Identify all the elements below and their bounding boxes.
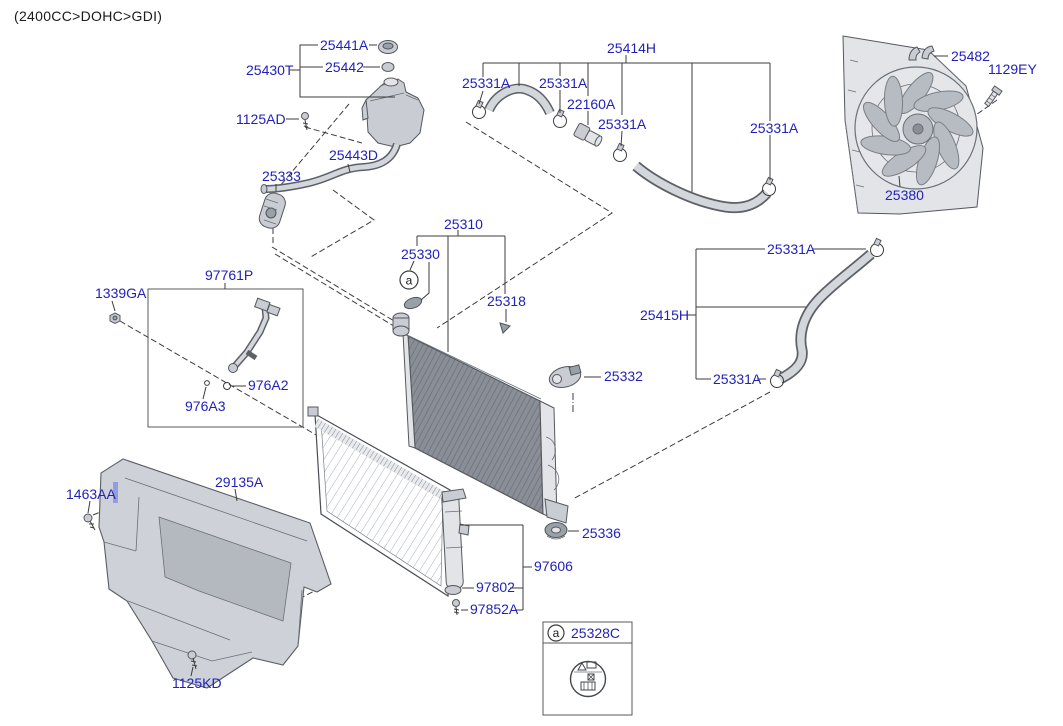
hose-lower-long-drawing <box>632 161 772 214</box>
legend-box: a <box>542 621 633 716</box>
reservoir-tank-drawing <box>361 77 425 148</box>
hose-25443d-drawing <box>260 142 401 194</box>
part-label-25333[interactable]: 25333 <box>262 168 301 184</box>
part-label-25380[interactable]: 25380 <box>885 187 924 203</box>
part-label-25415H[interactable]: 25415H <box>640 307 689 323</box>
diagram-title: (2400CC>DOHC>GDI) <box>14 8 163 24</box>
part-label-25310[interactable]: 25310 <box>444 216 483 232</box>
part-label-1125AD[interactable]: 1125AD <box>236 111 286 127</box>
drain-clip-25318-icon <box>499 322 511 334</box>
leader-lines-97761p <box>111 283 246 400</box>
clamp-icon-3 <box>613 142 627 162</box>
air-guard-drawing <box>98 458 332 689</box>
bracket-line-25414h <box>478 55 771 192</box>
radiator-drawing <box>392 312 569 524</box>
fitting-22160a-drawing <box>573 122 603 147</box>
part-label-25331A-2[interactable]: 25331A <box>539 75 588 91</box>
part-label-25330[interactable]: 25330 <box>401 246 440 262</box>
clamp-icon-5 <box>870 237 884 257</box>
part-label-25441A[interactable]: 25441A <box>320 37 369 53</box>
clamp-icon-4 <box>762 176 776 196</box>
legend-ref-letter: a <box>553 626 560 640</box>
bolt-1129ey-icon <box>984 85 1003 108</box>
part-label-97606[interactable]: 97606 <box>534 558 573 574</box>
part-label-25442[interactable]: 25442 <box>325 59 364 75</box>
part-label-25336[interactable]: 25336 <box>582 525 621 541</box>
part-label-25328C[interactable]: 25328C <box>571 625 620 641</box>
bracket-line-25310 <box>416 230 507 352</box>
clamp-icon-1 <box>472 99 486 119</box>
part-label-976A2[interactable]: 976A2 <box>248 377 289 393</box>
bracket-line-25415h <box>687 248 866 380</box>
screw-1125kd-icon <box>187 650 198 670</box>
part-label-25443D[interactable]: 25443D <box>329 147 378 163</box>
condenser-drawing <box>307 406 451 598</box>
part-label-25331A-1[interactable]: 25331A <box>462 75 511 91</box>
part-label-97802[interactable]: 97802 <box>476 579 515 595</box>
part-label-25482[interactable]: 25482 <box>951 48 990 64</box>
part-label-1463AA[interactable]: 1463AA <box>66 486 116 502</box>
bracket-25332-drawing <box>548 364 582 389</box>
callout-a-circle: a <box>399 270 419 290</box>
bolt-1125ad-icon <box>301 112 309 131</box>
radiator-cap-icon <box>403 296 423 310</box>
part-label-1339GA[interactable]: 1339GA <box>95 285 147 301</box>
part-label-25331A-5[interactable]: 25331A <box>767 241 816 257</box>
part-label-25414H[interactable]: 25414H <box>607 40 656 56</box>
hose-upper-left-drawing <box>484 83 555 116</box>
part-label-1125KD[interactable]: 1125KD <box>172 675 222 691</box>
ac-pipe-drawing <box>228 297 281 373</box>
part-label-25332[interactable]: 25332 <box>604 368 643 384</box>
part-label-976A3[interactable]: 976A3 <box>185 398 226 414</box>
oring-976a3-icon <box>204 380 210 386</box>
leader-lines-air-guard <box>87 488 238 677</box>
clamp-icon-2 <box>553 108 567 128</box>
bracket-25333-drawing <box>258 192 286 229</box>
part-label-1129EY[interactable]: 1129EY <box>988 61 1037 77</box>
part-label-25331A-3[interactable]: 25331A <box>598 116 647 132</box>
fan-assembly-drawing <box>842 35 984 215</box>
part-label-25331A-6[interactable]: 25331A <box>713 371 762 387</box>
bolt-97852a-icon <box>452 599 460 616</box>
caution-emblem-icon <box>569 660 607 698</box>
receiver-drier-drawing <box>441 488 470 595</box>
bracket-line-25430t <box>275 44 395 191</box>
part-label-25331A-4[interactable]: 25331A <box>750 120 799 136</box>
leader-line-25330 <box>409 260 430 301</box>
oring-976a2-icon <box>223 382 231 390</box>
part-label-97761P[interactable]: 97761P <box>205 267 253 283</box>
bracket-line-97606 <box>460 524 532 611</box>
clamp-icon-6 <box>770 368 784 388</box>
part-label-97852A[interactable]: 97852A <box>470 601 519 617</box>
part-label-25318[interactable]: 25318 <box>487 293 526 309</box>
part-label-22160A[interactable]: 22160A <box>567 96 616 112</box>
callout-a-letter: a <box>406 274 413 288</box>
hose-25415h-drawing <box>777 249 875 384</box>
reservoir-plug-icon <box>381 62 395 72</box>
reservoir-cap-icon <box>378 40 398 54</box>
part-label-29135A[interactable]: 29135A <box>215 474 264 490</box>
highlight-strip <box>113 482 118 503</box>
clip-25482-icon <box>908 45 935 61</box>
screw-1463aa-icon <box>83 513 96 531</box>
grommet-25336-icon <box>544 522 568 540</box>
part-label-25430T[interactable]: 25430T <box>246 62 294 78</box>
leader-line-25380 <box>898 175 901 188</box>
nut-1339ga-icon <box>109 312 121 325</box>
